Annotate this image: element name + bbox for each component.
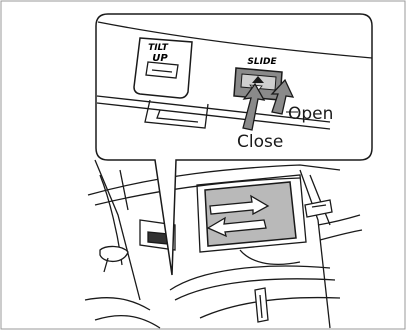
close-callout-label: Close	[237, 132, 283, 152]
tilt-up-label: UP	[152, 53, 168, 64]
tilt-label: TILT	[148, 43, 169, 53]
slide-label: SLIDE	[247, 57, 277, 67]
open-callout-label: Open	[288, 104, 333, 124]
tilt-up-button[interactable]: TILT UP	[134, 38, 192, 98]
